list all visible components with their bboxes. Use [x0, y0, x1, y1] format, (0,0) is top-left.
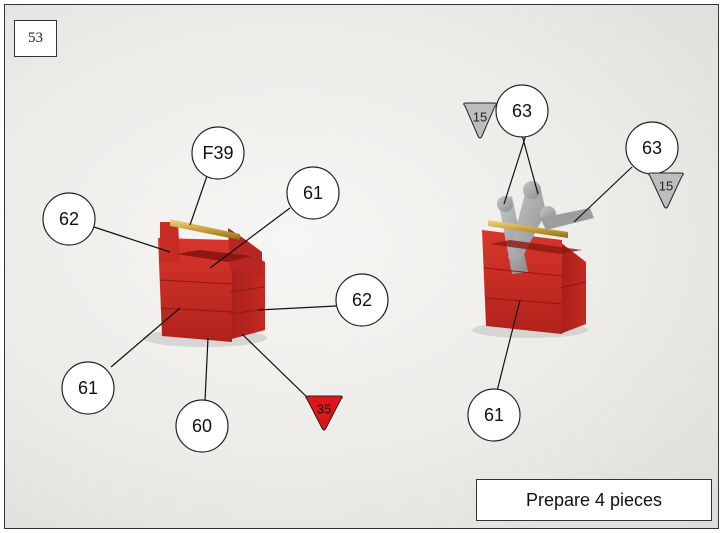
instruction-panel: 53 Prepare 4 pieces — [4, 4, 719, 529]
callout-label: 63 — [642, 138, 662, 158]
callout-61-bottom-left: 61 — [61, 361, 115, 415]
note-text: Prepare 4 pieces — [525, 489, 663, 510]
callout-f39: F39 — [191, 126, 245, 180]
toolbox-left — [143, 219, 267, 347]
callout-label: 61 — [303, 183, 323, 203]
callout-label: F39 — [202, 143, 233, 163]
callout-62-top-left: 62 — [42, 192, 96, 246]
note-box: Prepare 4 pieces — [476, 479, 712, 521]
callout-label: 61 — [484, 405, 504, 425]
step-number-box: 53 — [14, 20, 57, 57]
paint-code: 15 — [659, 179, 673, 194]
paint-code: 35 — [317, 402, 331, 417]
paint-marker-grey-left: 15 — [463, 102, 497, 139]
paint-code: 15 — [473, 110, 487, 125]
callout-label: 60 — [192, 416, 212, 436]
leader-lines — [93, 134, 633, 403]
toolbox-right — [472, 181, 594, 338]
tools — [497, 181, 594, 274]
step-number: 53 — [28, 30, 43, 46]
callout-label: 63 — [512, 101, 532, 121]
callout-label: 62 — [352, 290, 372, 310]
callout-label: 62 — [59, 209, 79, 229]
callout-63-right: 63 — [625, 121, 679, 175]
callout-62-right-left: 62 — [335, 273, 389, 327]
paint-marker-grey-right: 15 — [648, 172, 684, 209]
callout-63-top-right: 63 — [495, 84, 549, 138]
callout-label: 61 — [78, 378, 98, 398]
paint-marker-red: 35 — [305, 395, 343, 431]
callout-61-right: 61 — [467, 388, 521, 442]
callout-61-top-left: 61 — [286, 166, 340, 220]
callout-60: 60 — [175, 399, 229, 453]
